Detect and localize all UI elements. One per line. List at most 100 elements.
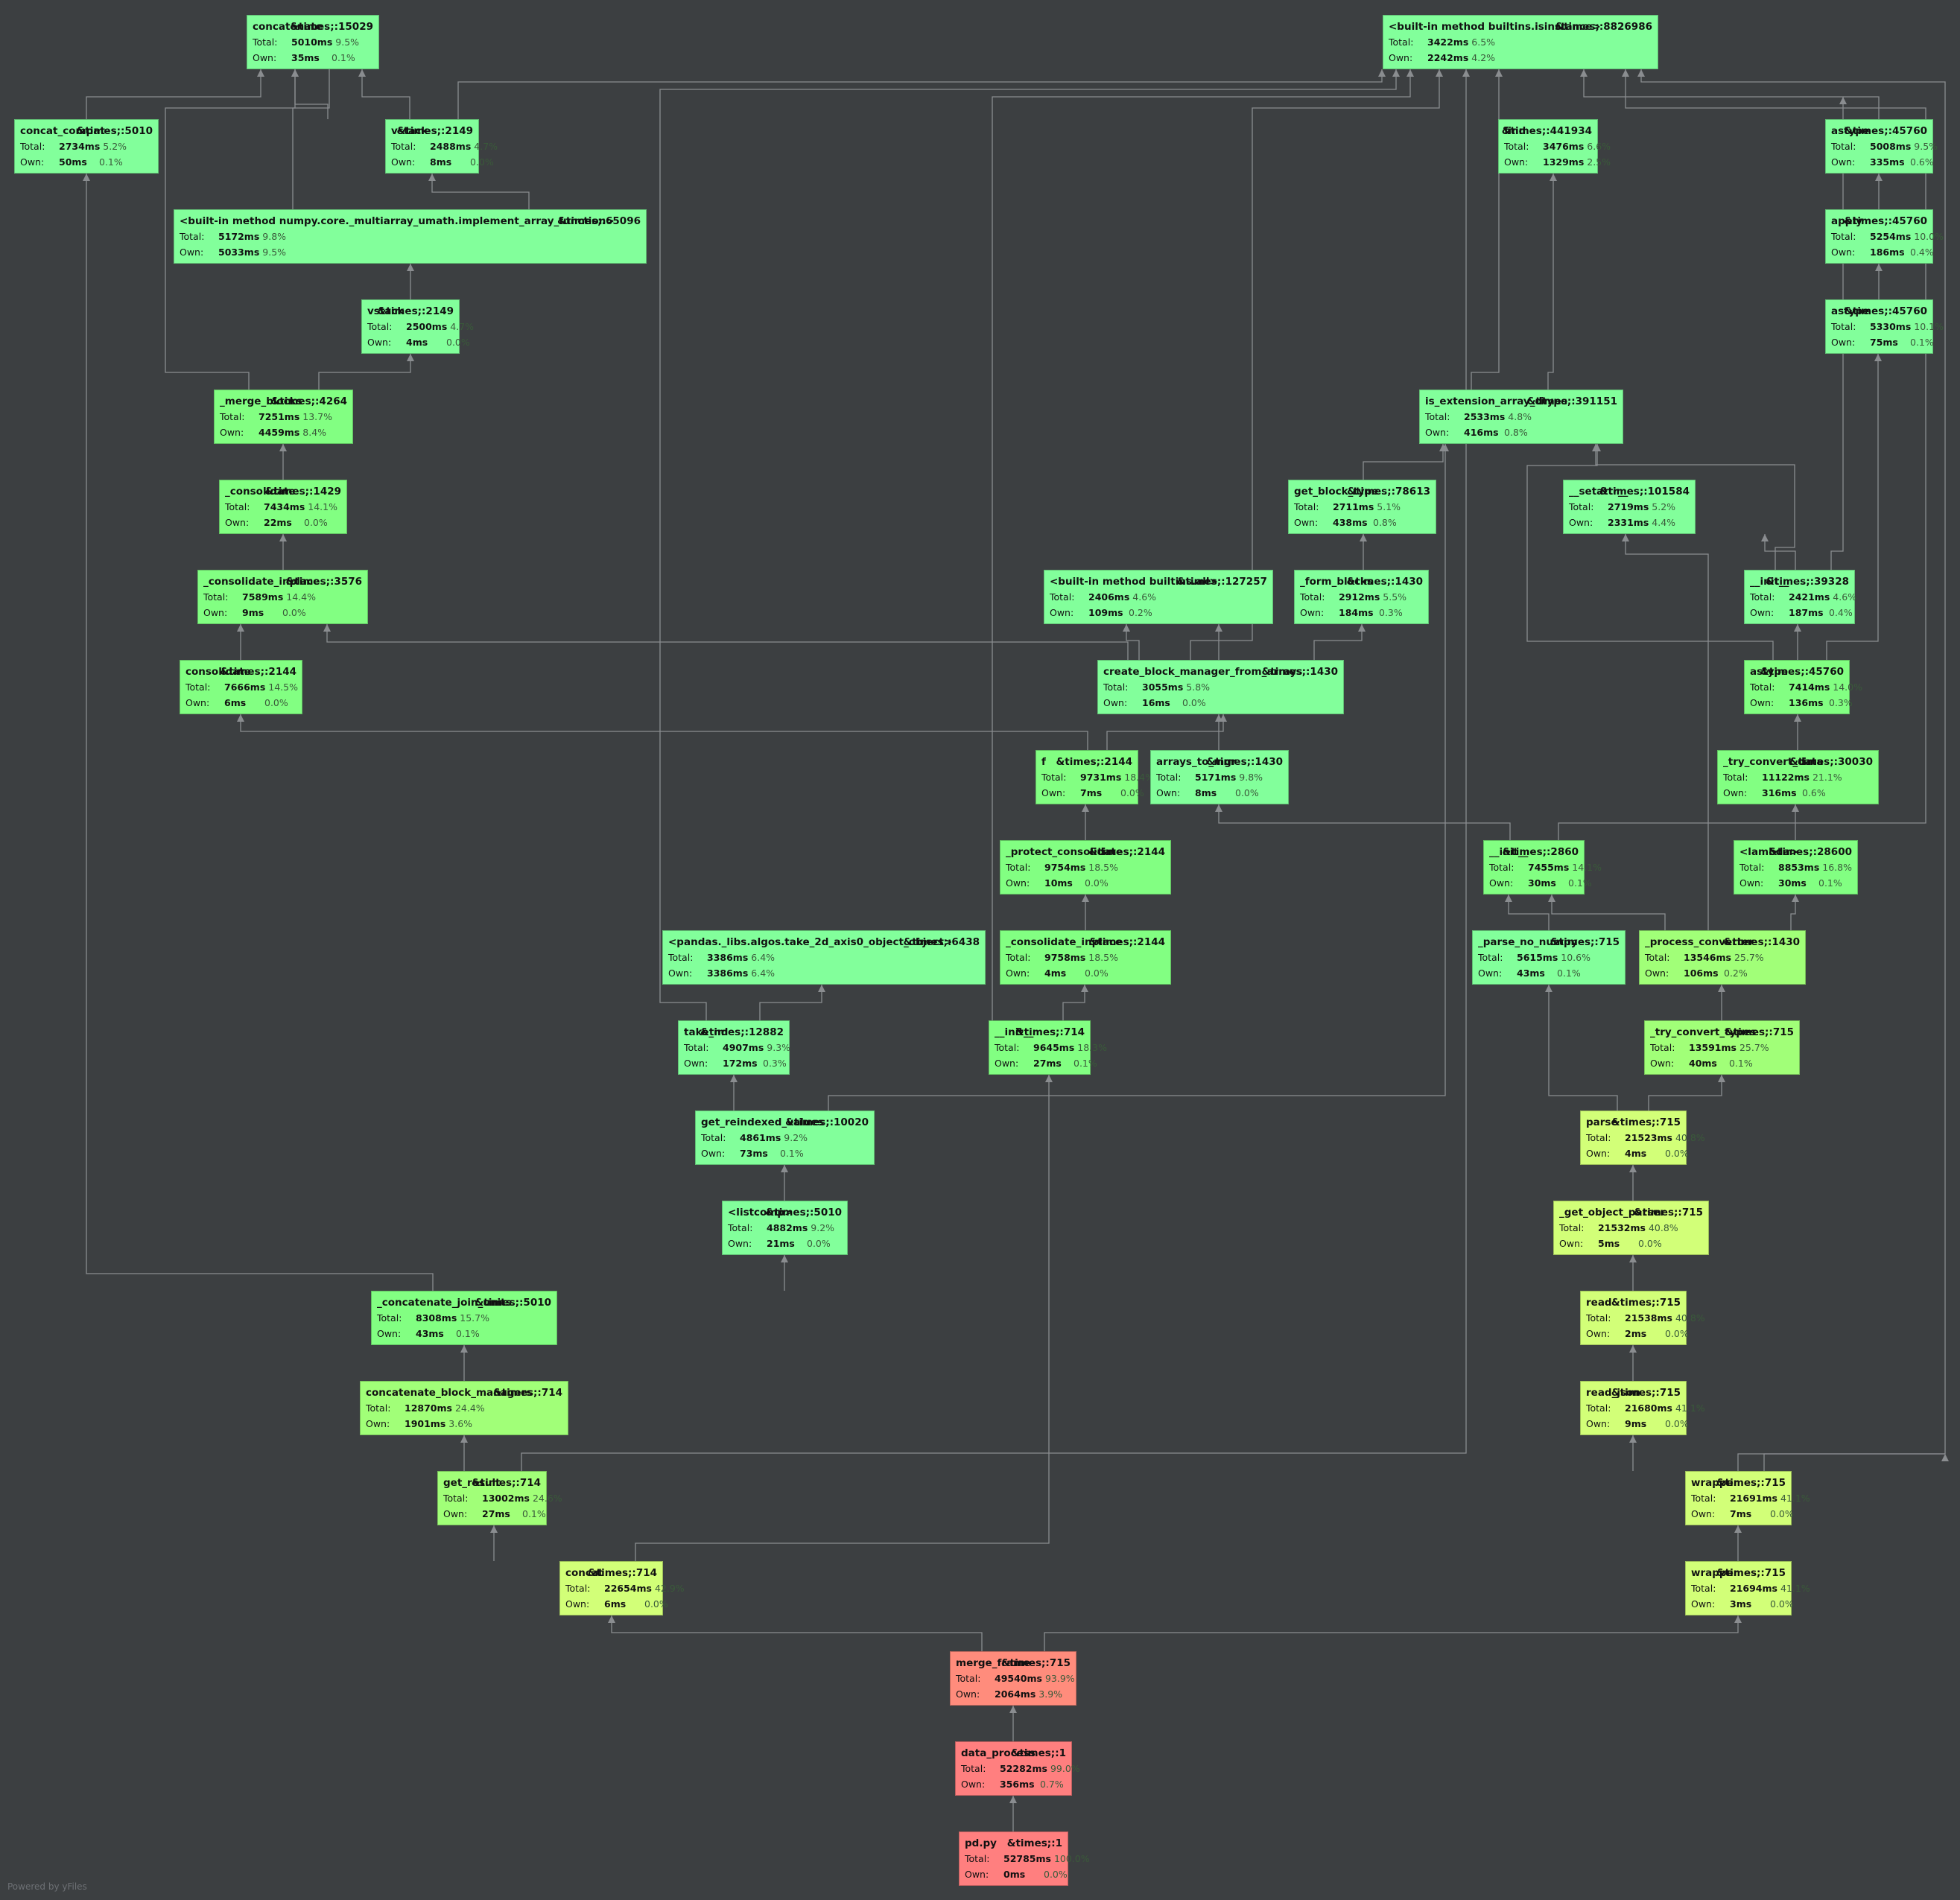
edge-arrowhead xyxy=(781,1165,788,1172)
total-percent: 9.3% xyxy=(767,1042,791,1053)
total-percent: 40.8% xyxy=(1675,1132,1705,1143)
total-label: Total: xyxy=(1691,1493,1716,1504)
call-node-cbm[interactable]: create_block_manager_from_arrays&times;:… xyxy=(1097,660,1344,714)
call-edge xyxy=(1763,1453,1945,1471)
total-label: Total: xyxy=(377,1312,402,1324)
total-percent: 10.6% xyxy=(1561,952,1590,963)
own-time: 7ms xyxy=(1730,1508,1752,1519)
own-time: 356ms xyxy=(1000,1779,1035,1790)
total-time: 8308ms xyxy=(416,1312,457,1324)
total-percent: 9.5% xyxy=(335,36,360,48)
total-time: 2406ms xyxy=(1088,591,1130,603)
call-count: &times;:1 xyxy=(1006,1837,1062,1849)
own-label: Own: xyxy=(1750,607,1775,618)
function-name: astype xyxy=(1831,125,1870,137)
own-time: 187ms xyxy=(1789,607,1824,618)
call-count: &times;:2144 xyxy=(1088,936,1165,948)
function-name: _parse_no_numpy xyxy=(1478,936,1578,948)
total-time: 22654ms xyxy=(604,1583,652,1594)
node-header: arrays_to_mgr&times;:1430 xyxy=(1156,754,1283,769)
call-edge xyxy=(292,69,330,209)
call-edge xyxy=(1826,354,1879,660)
call-count: &times;:8826986 xyxy=(1555,21,1652,33)
own-percent: 0.1% xyxy=(1910,337,1934,348)
function-name: _form_blocks xyxy=(1300,576,1373,588)
call-node-implement[interactable]: <built-in method numpy.core._multiarray_… xyxy=(174,209,647,264)
total-percent: 40.8% xyxy=(1675,1312,1705,1324)
total-label: Total: xyxy=(1156,772,1182,783)
call-node-isinstance[interactable]: <built-in method builtins.isinstance>&ti… xyxy=(1383,15,1658,69)
own-time: 0ms xyxy=(1003,1869,1026,1880)
total-percent: 100.0% xyxy=(1053,1853,1090,1864)
call-count: &times;:28600 xyxy=(1769,846,1852,858)
total-label: Total: xyxy=(1691,1583,1716,1594)
node-header: get_reindexed_values&times;:10020 xyxy=(701,1115,869,1130)
total-label: Total: xyxy=(220,411,245,422)
call-count: &times;:2144 xyxy=(1088,846,1165,858)
own-label: Own: xyxy=(1156,787,1181,798)
function-name: f xyxy=(1041,756,1046,768)
call-edge xyxy=(361,69,410,119)
edge-arrowhead xyxy=(1462,69,1470,77)
call-node-take2d[interactable]: <pandas._libs.algos.take_2d_axis0_object… xyxy=(662,930,986,985)
own-time: 21ms xyxy=(767,1238,795,1249)
call-node-all[interactable]: <built-in method builtins.all>&times;:12… xyxy=(1044,570,1273,624)
function-name: _consolidate_inplace xyxy=(203,576,320,588)
node-header: _consolidate_inplace&times;:2144 xyxy=(1006,935,1165,950)
own-time: 43ms xyxy=(1517,968,1545,979)
edge-arrowhead xyxy=(1629,1435,1637,1443)
